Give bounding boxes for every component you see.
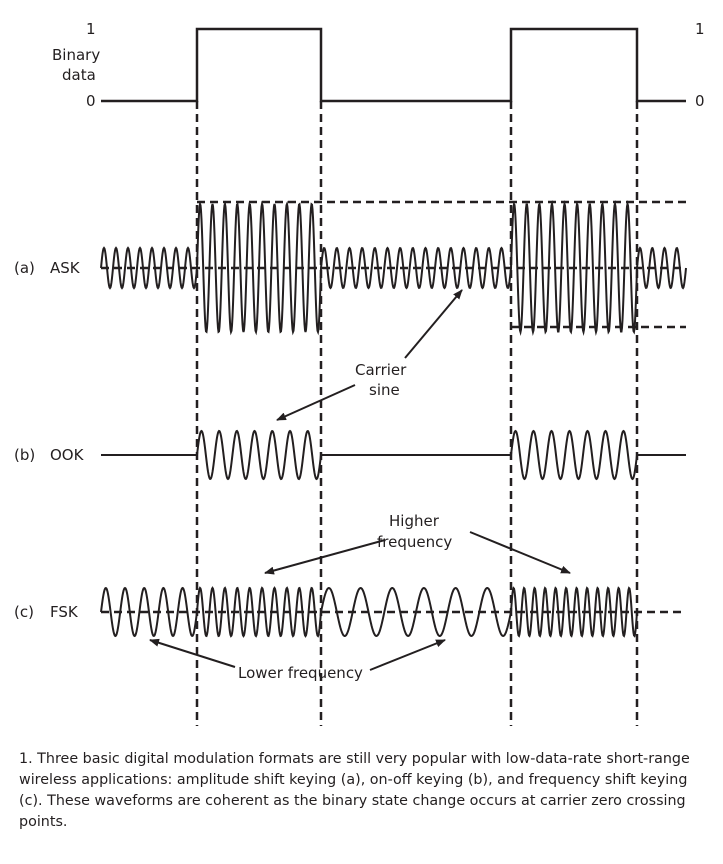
lower-frequency-arrow — [369, 639, 446, 671]
binary-data-waveform — [101, 27, 686, 103]
zero-label-right: 0 — [695, 92, 705, 110]
figure-caption: 1. Three basic digital modulation format… — [19, 751, 690, 830]
higher-frequency-arrow — [264, 539, 386, 575]
zero-label-left: 0 — [86, 92, 96, 110]
binary-label: Binary — [52, 46, 101, 64]
ask-waveform — [100, 200, 687, 336]
carrier-label: sine — [369, 381, 400, 399]
fsk-waveform — [100, 586, 638, 638]
carrier-arrow — [404, 289, 463, 359]
carrier-label: Carrier — [355, 361, 407, 379]
ook-prefix: (b) — [14, 446, 36, 464]
lower-frequency-label: Lower frequency — [238, 664, 363, 682]
one-label-left: 1 — [86, 20, 96, 38]
one-label-right: 1 — [695, 20, 705, 38]
ook-waveform — [101, 429, 686, 481]
higher-frequency-arrow — [469, 531, 571, 574]
lower-frequency-arrow — [149, 638, 236, 668]
binary-label: data — [62, 66, 96, 84]
higher-frequency-label: frequency — [377, 533, 453, 551]
higher-frequency-label: Higher — [389, 512, 439, 530]
ask-label: ASK — [50, 259, 80, 277]
fsk-prefix: (c) — [14, 603, 34, 621]
ask-prefix: (a) — [14, 259, 35, 277]
carrier-arrow — [276, 384, 356, 421]
ook-label: OOK — [50, 446, 84, 464]
fsk-label: FSK — [50, 603, 78, 621]
